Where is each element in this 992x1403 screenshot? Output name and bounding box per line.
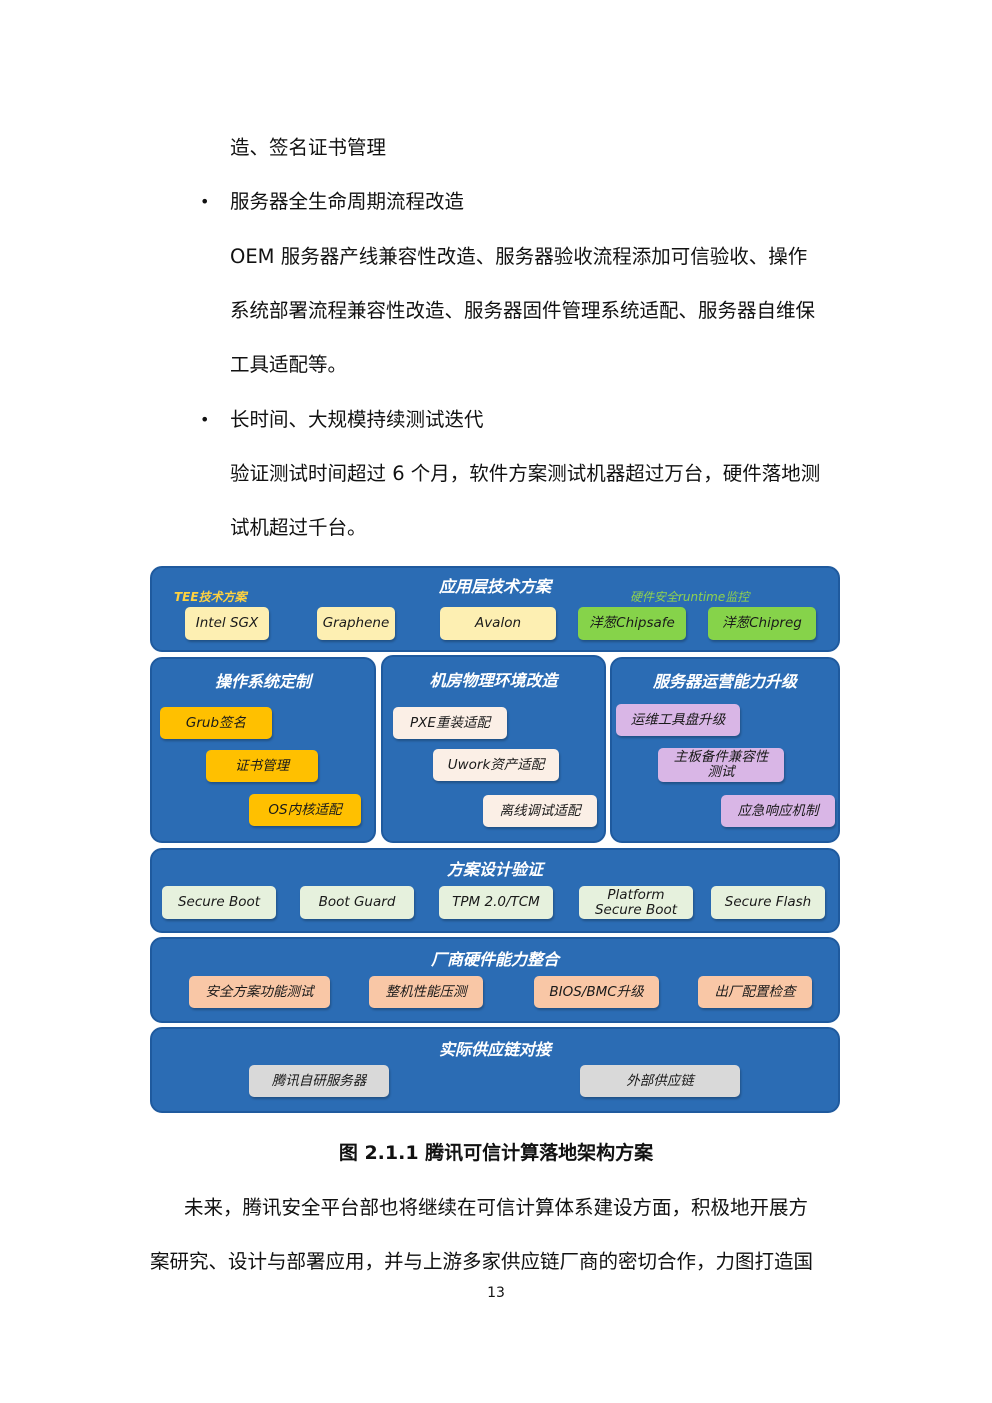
design-panel: 方案设计验证 Secure Boot Boot Guard TPM 2.0/TC… bbox=[150, 848, 840, 933]
bullet-heading: 长时间、大规模持续测试迭代 bbox=[230, 408, 484, 431]
body-text: 未来，腾讯安全平台部也将继续在可信计算体系建设方面，积极地开展方 bbox=[184, 1196, 809, 1219]
box-tencent-server: 腾讯自研服务器 bbox=[249, 1065, 389, 1097]
panel-title: 操作系统定制 bbox=[214, 672, 311, 691]
app-layer-panel: 应用层技术方案 TEE技术方案 硬件安全runtime监控 Intel SGX … bbox=[150, 566, 840, 652]
box-tpm: TPM 2.0/TCM bbox=[439, 886, 553, 919]
body-text: OEM 服务器产线兼容性改造、服务器验收流程添加可信验收、操作 bbox=[230, 245, 808, 268]
bullet-icon: • bbox=[200, 192, 210, 211]
box-chipreg: 洋葱Chipreg bbox=[708, 607, 816, 640]
box-graphene: Graphene bbox=[317, 607, 395, 640]
box-factory-check: 出厂配置检查 bbox=[698, 976, 812, 1008]
box-uwork: Uwork资产适配 bbox=[433, 749, 559, 781]
body-text: 试机超过千台。 bbox=[230, 516, 367, 539]
panel-title: 机房物理环境改造 bbox=[429, 671, 558, 690]
box-secure-boot: Secure Boot bbox=[162, 886, 276, 919]
panel-title: 厂商硬件能力整合 bbox=[430, 950, 559, 969]
box-ops-tools: 运维工具盘升级 bbox=[616, 704, 740, 736]
box-cert: 证书管理 bbox=[206, 750, 318, 782]
page-number: 13 bbox=[487, 1285, 505, 1301]
panel-title: 实际供应链对接 bbox=[438, 1040, 551, 1059]
box-offline-debug: 离线调试适配 bbox=[483, 795, 597, 827]
bullet-heading: 服务器全生命周期流程改造 bbox=[230, 190, 465, 213]
box-board-compat: 主板备件兼容性测试 bbox=[658, 748, 784, 782]
figure-caption: 图 2.1.1 腾讯可信计算落地架构方案 bbox=[338, 1142, 654, 1164]
body-text: 工具适配等。 bbox=[230, 353, 348, 376]
box-secure-flash: Secure Flash bbox=[711, 886, 825, 919]
box-os-kernel: OS内核适配 bbox=[249, 794, 361, 826]
box-external-supply: 外部供应链 bbox=[580, 1065, 740, 1097]
box-perf-test: 整机性能压测 bbox=[369, 976, 483, 1008]
panel-title: 应用层技术方案 bbox=[438, 577, 551, 596]
box-avalon: Avalon bbox=[440, 607, 556, 640]
box-pxe: PXE重装适配 bbox=[393, 707, 507, 739]
hw-runtime-label: 硬件安全runtime监控 bbox=[630, 590, 750, 604]
box-bios-bmc: BIOS/BMC升级 bbox=[534, 976, 659, 1008]
room-panel: 机房物理环境改造 PXE重装适配 Uwork资产适配 离线调试适配 bbox=[381, 655, 606, 843]
ops-panel: 服务器运营能力升级 运维工具盘升级 主板备件兼容性测试 应急响应机制 bbox=[610, 657, 840, 843]
vendor-panel: 厂商硬件能力整合 安全方案功能测试 整机性能压测 BIOS/BMC升级 出厂配置… bbox=[150, 937, 840, 1023]
body-text: 造、签名证书管理 bbox=[230, 136, 387, 159]
panel-title: 方案设计验证 bbox=[446, 860, 543, 879]
box-boot-guard: Boot Guard bbox=[300, 886, 414, 919]
box-security-test: 安全方案功能测试 bbox=[189, 976, 330, 1008]
os-panel: 操作系统定制 Grub签名 证书管理 OS内核适配 bbox=[150, 657, 376, 843]
body-text: 系统部署流程兼容性改造、服务器固件管理系统适配、服务器自维保 bbox=[230, 299, 816, 322]
body-text: 验证测试时间超过 6 个月，软件方案测试机器超过万台，硬件落地测 bbox=[230, 462, 821, 485]
panel-title: 服务器运营能力升级 bbox=[652, 672, 797, 691]
supply-panel: 实际供应链对接 腾讯自研服务器 外部供应链 bbox=[150, 1027, 840, 1113]
box-chipsafe: 洋葱Chipsafe bbox=[578, 607, 686, 640]
box-psb: Platform Secure Boot bbox=[579, 886, 693, 919]
bullet-icon: • bbox=[200, 410, 210, 429]
box-emergency: 应急响应机制 bbox=[721, 795, 835, 827]
box-grub: Grub签名 bbox=[160, 707, 272, 739]
box-intel-sgx: Intel SGX bbox=[185, 607, 269, 640]
body-text: 案研究、设计与部署应用，并与上游多家供应链厂商的密切合作，力图打造国 bbox=[150, 1250, 814, 1273]
tee-label: TEE技术方案 bbox=[174, 590, 247, 604]
